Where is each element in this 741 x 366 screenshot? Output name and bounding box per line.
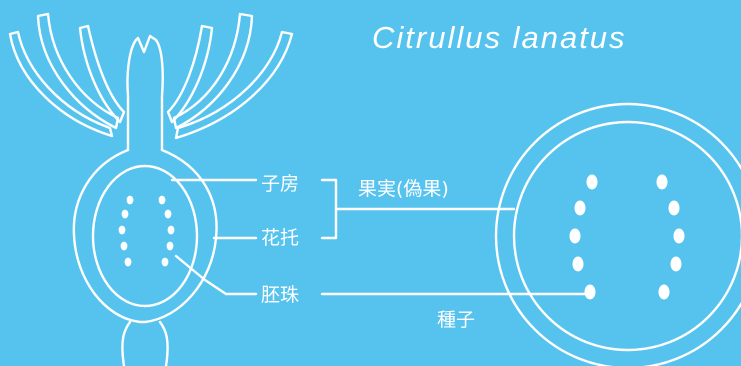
pedicel xyxy=(121,320,169,366)
stamen-right-inner xyxy=(166,24,214,124)
stamen-left-outer xyxy=(8,30,114,138)
stamen-left-inner xyxy=(78,24,126,124)
seed xyxy=(569,228,581,244)
ovary-outline xyxy=(91,164,199,308)
receptacle-outline xyxy=(72,148,218,324)
seed xyxy=(656,174,668,190)
seed xyxy=(586,174,598,190)
stamen-left-middle xyxy=(36,12,120,130)
leader-ovule xyxy=(174,254,258,296)
seeds xyxy=(569,174,685,300)
label-ovule: 胚珠 xyxy=(261,284,300,306)
ovule xyxy=(166,241,174,251)
species-title: Citrullus lanatus xyxy=(372,20,627,55)
flower-illustration xyxy=(8,12,294,366)
ovule xyxy=(121,209,129,219)
fruit-flesh xyxy=(512,120,741,352)
seed xyxy=(572,256,584,272)
seed xyxy=(574,200,586,216)
seed xyxy=(670,256,682,272)
ovule xyxy=(167,225,175,235)
ovule xyxy=(118,225,126,235)
fruit-illustration xyxy=(494,102,741,366)
style-center xyxy=(126,34,164,152)
seed xyxy=(668,200,680,216)
ovule xyxy=(161,257,169,267)
label-receptacle: 花托 xyxy=(261,227,300,249)
ovule xyxy=(126,195,134,205)
leader-lines xyxy=(170,178,592,296)
seed xyxy=(658,284,670,300)
ovule xyxy=(164,209,172,219)
fruit-bracket xyxy=(320,178,348,240)
ovule xyxy=(158,195,166,205)
label-fruit: 果実(偽果) xyxy=(358,178,449,200)
stamen-right-middle xyxy=(172,12,254,130)
stamen-right-outer xyxy=(174,30,294,140)
fruit-rind xyxy=(494,102,741,366)
ovules xyxy=(118,195,175,267)
seed xyxy=(584,284,596,300)
ovule xyxy=(120,241,128,251)
label-seed: 種子 xyxy=(437,309,476,331)
seed xyxy=(673,228,685,244)
label-ovary: 子房 xyxy=(261,173,300,195)
ovule xyxy=(124,257,132,267)
